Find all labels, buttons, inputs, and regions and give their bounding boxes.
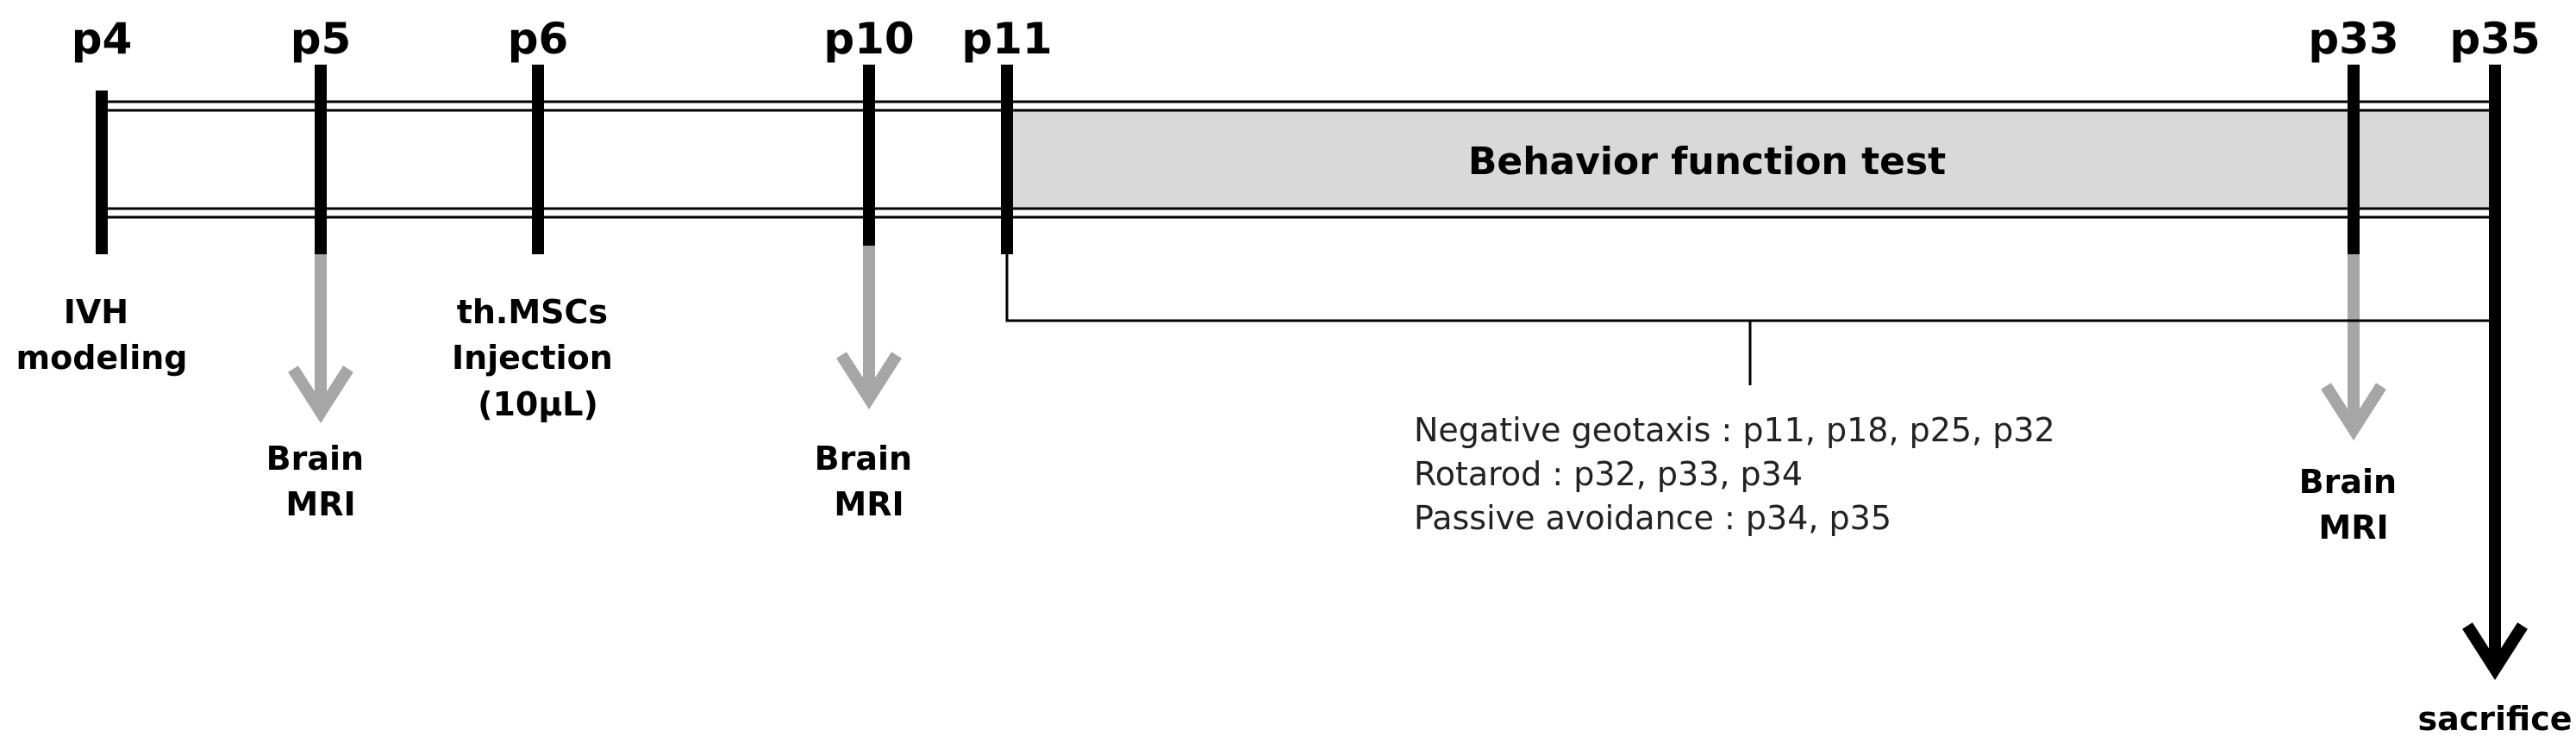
sacrifice-arrow [2462, 65, 2528, 680]
schedule-passive-avoidance: Passive avoidance : p34, p35 [1414, 499, 1891, 537]
day-label-p5: p5 [291, 14, 352, 64]
behavior-bracket [1005, 254, 2495, 385]
behavior-schedule: Negative geotaxis : p11, p18, p25, p32 R… [1414, 411, 2066, 537]
mri-arrow-p33 [2321, 254, 2386, 440]
schedule-negative-geotaxis: Negative geotaxis : p11, p18, p25, p32 [1414, 411, 2055, 449]
day-label-p35: p35 [2449, 14, 2540, 64]
brain-mri-p10-label: Brain MRI [815, 440, 924, 523]
day-label-p33: p33 [2308, 14, 2398, 64]
brain-mri-p5-label: Brain MRI [266, 440, 376, 523]
ivh-modeling-label: IVH modeling [16, 293, 188, 377]
day-label-p11: p11 [961, 14, 1052, 64]
day-ticks [96, 65, 2360, 254]
mri-arrow-p10 [836, 246, 902, 409]
injection-label: th.MSCs Injection (10μL) [452, 293, 624, 423]
mri-arrow-p5 [288, 254, 353, 423]
brain-mri-p33-label: Brain MRI [2299, 463, 2409, 546]
day-label-p10: p10 [823, 14, 914, 64]
day-label-p4: p4 [72, 14, 133, 64]
bracket-line [1005, 254, 2495, 322]
timeline-rails [102, 100, 2493, 219]
mri-arrows [288, 246, 2386, 440]
day-label-p6: p6 [508, 14, 569, 64]
schedule-rotarod: Rotarod : p32, p33, p34 [1414, 455, 1803, 493]
sacrifice-label: sacrifice [2417, 700, 2572, 738]
behavior-test-band [1007, 110, 2492, 209]
behavior-test-title: Behavior function test [1468, 140, 1946, 184]
